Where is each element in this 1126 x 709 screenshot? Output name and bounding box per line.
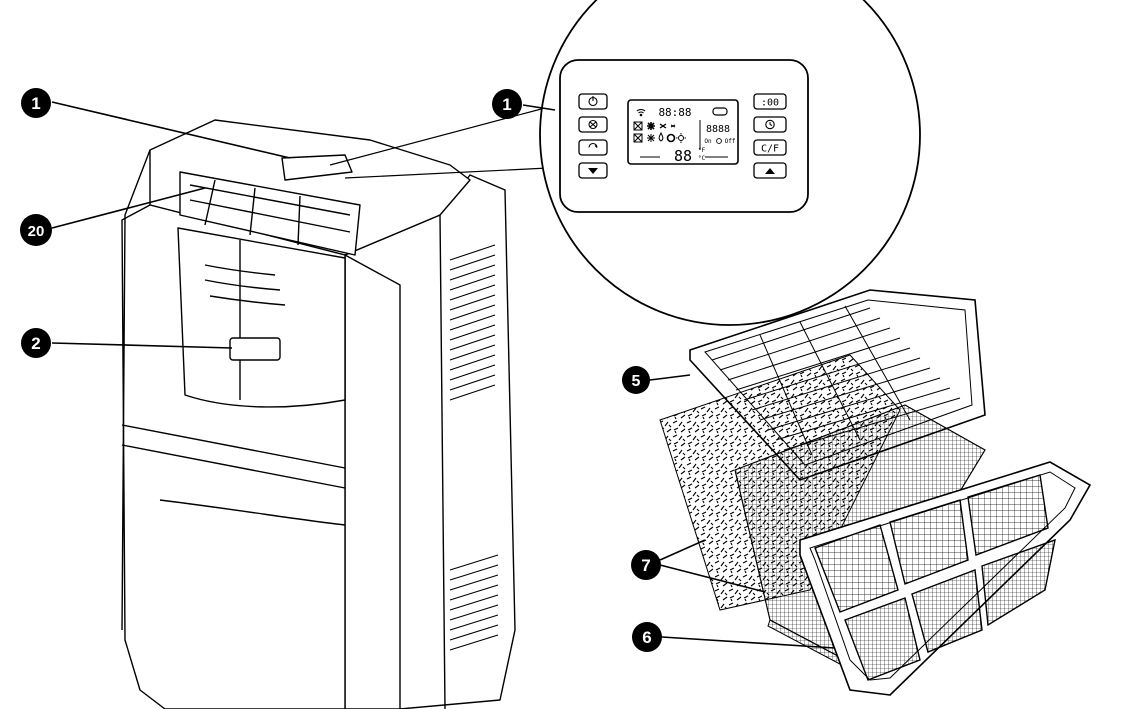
up-arrow-icon [765,168,775,174]
leader-lines [51,101,836,649]
fan-icon [588,119,598,130]
callout-6-label: 6 [642,628,651,647]
leader-5 [649,374,691,381]
wifi-icon [636,109,646,117]
top-control-panel [281,154,353,181]
sun-icon [678,135,684,141]
indicator-window [229,337,281,361]
filter-assembly [659,289,1092,696]
leader-1b [522,104,556,111]
filter-indicator-icon [712,107,728,116]
lcd-temperature: 88 [674,147,692,165]
drop-icon [658,131,664,142]
lcd-unit-f: °F [698,147,706,154]
side-grille-bottom [449,554,499,651]
callout-1a-label: 1 [31,94,40,113]
callout-badge-2: 2 [21,328,51,358]
leader-7b [659,564,766,593]
side-grille-top [449,244,496,401]
upper-front-cover [177,227,346,408]
hour-button-label: :00 [761,98,779,109]
lcd-on-label: On [704,138,712,145]
unit-toggle-label: C/F [761,144,779,155]
lcd-off-label: Off [725,138,736,145]
leader-7a [659,539,706,561]
leader-2 [51,342,233,349]
mode-button[interactable] [578,139,608,156]
lcd-unit-c: °C [698,155,706,162]
callout-20-label: 20 [28,223,45,240]
lcd-display [627,99,739,165]
callout-badge-7: 7 [631,550,661,580]
callout-badge-5: 5 [622,366,650,394]
ac-unit [121,119,516,709]
hour-button[interactable] [753,93,787,110]
callout-badge-1b: 1 [492,89,522,119]
down-arrow-icon [588,168,598,174]
unit-right-side [344,174,516,709]
air-outlet-louvers [179,171,361,256]
lcd-mode-icons [633,121,686,143]
leader-6 [661,636,836,649]
callout-5-label: 5 [632,373,641,390]
mode-icon [588,142,598,148]
lcd-timer: 8888 [706,124,730,135]
swing-icon [666,133,676,143]
leader-20 [51,187,206,229]
power-button[interactable] [578,93,608,110]
unit-toggle-button[interactable] [753,139,787,156]
callout-badge-1a: 1 [21,88,51,118]
front-filter-frame [799,461,1092,696]
control-panel-zoom: :00 C/F 88:88 8888 On [329,0,921,326]
leader-1a [51,101,291,159]
callout-1b-label: 1 [502,95,511,114]
callout-badge-6: 6 [632,622,662,652]
callout-7-label: 7 [641,556,650,575]
callout-badge-20: 20 [20,214,52,246]
unit-left-edge [121,149,151,631]
clock-icon [765,119,775,130]
callout-2-label: 2 [31,334,40,353]
lcd-time: 88:88 [658,106,691,119]
